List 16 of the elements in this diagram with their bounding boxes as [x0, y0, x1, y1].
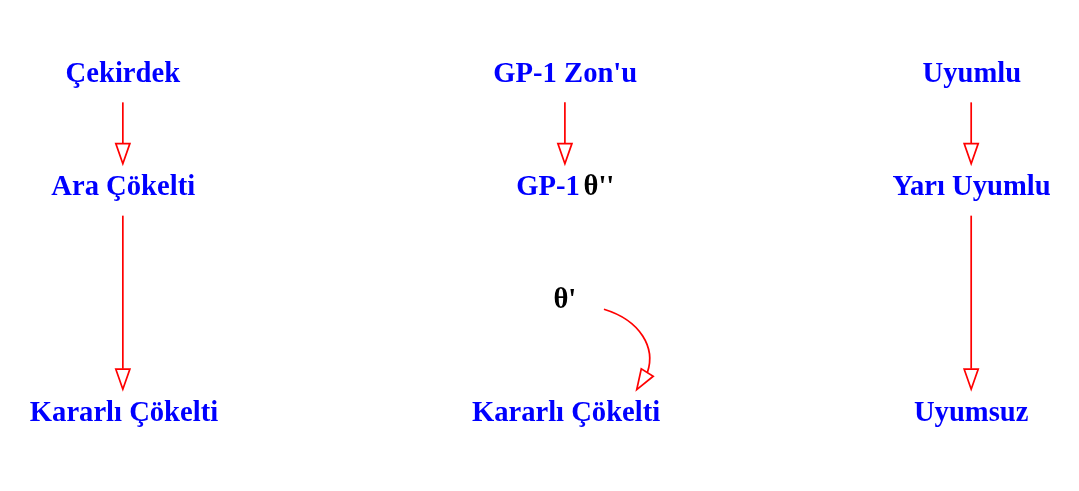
- arrow: [556, 101, 574, 166]
- node-text: Kararlı Çökelti: [471, 395, 661, 427]
- node-text: Çekirdek: [65, 56, 181, 88]
- arrow: [962, 214, 980, 392]
- node-text: Yarı Uyumlu: [892, 169, 1051, 201]
- node-text: GP-1 Zon'u: [493, 56, 638, 88]
- arrow: [962, 101, 980, 166]
- node-text: Ara Çökelti: [51, 169, 196, 201]
- node-text: Uyumsuz: [913, 395, 1029, 427]
- node-text: Kararlı Çökelti: [29, 395, 219, 427]
- arrow: [603, 307, 655, 392]
- node-text: Uyumlu: [922, 56, 1022, 88]
- node-text: GP-1θ'': [516, 169, 615, 201]
- arrow: [114, 101, 132, 166]
- node-text: θ': [553, 282, 577, 314]
- arrow: [114, 214, 132, 392]
